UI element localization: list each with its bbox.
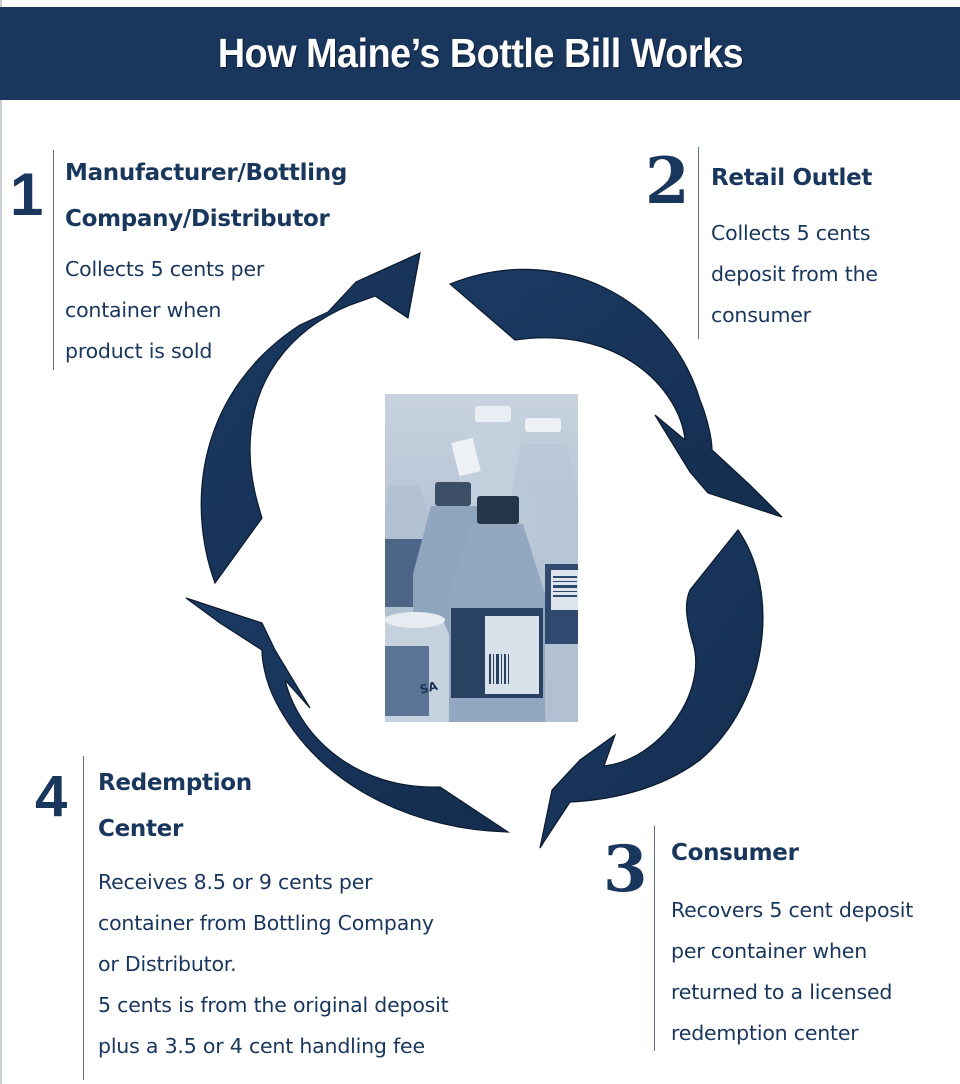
step-desc-line: redemption center xyxy=(671,1021,859,1045)
step-description: Collects 5 cents per container when prod… xyxy=(65,249,264,372)
step-divider xyxy=(83,756,84,1080)
page-left-border xyxy=(0,0,2,1084)
cycle-arrow-top-left xyxy=(200,251,421,585)
svg-text:SA: SA xyxy=(418,679,440,697)
bottles-photo-icon: SA xyxy=(385,406,578,722)
step-desc-line: consumer xyxy=(711,303,811,327)
cycle-arrow-bottom-left xyxy=(185,597,511,833)
step-divider xyxy=(698,147,699,339)
step-title: Manufacturer/Bottling Company/Distributo… xyxy=(65,150,347,242)
step-divider xyxy=(53,150,54,370)
step-desc-line: Collects 5 cents per xyxy=(65,257,265,281)
step-title-line: Redemption xyxy=(98,770,252,796)
step-desc-line: or Distributor. xyxy=(98,952,237,976)
step-divider xyxy=(654,826,655,1051)
step-description: Receives 8.5 or 9 cents per container fr… xyxy=(98,862,449,1067)
step-description: Recovers 5 cent deposit per container wh… xyxy=(671,890,913,1054)
step-title: Consumer xyxy=(671,830,799,876)
step-title-line: Retail Outlet xyxy=(711,165,873,191)
step-desc-line: plus a 3.5 or 4 cent handling fee xyxy=(98,1034,425,1058)
step-desc-line: container from Bottling Company xyxy=(98,911,434,935)
step-desc-line: returned to a licensed xyxy=(671,980,893,1004)
step-title-line: Center xyxy=(98,816,183,842)
page-title: How Maine’s Bottle Bill Works xyxy=(217,30,743,76)
step-title: Redemption Center xyxy=(98,760,252,852)
step-desc-line: Receives 8.5 or 9 cents per xyxy=(98,870,373,894)
step-desc-line: Collects 5 cents xyxy=(711,221,871,245)
step-desc-line: 5 cents is from the original deposit xyxy=(98,993,449,1017)
step-number: 2 xyxy=(645,144,690,219)
step-number: 1 xyxy=(10,161,44,228)
step-desc-line: deposit from the xyxy=(711,262,878,286)
header-banner: How Maine’s Bottle Bill Works xyxy=(0,7,960,100)
step-desc-line: Recovers 5 cent deposit xyxy=(671,898,914,922)
step-title-line: Consumer xyxy=(671,840,799,866)
cycle-arrow-bottom-right xyxy=(539,528,764,849)
step-desc-line: container when xyxy=(65,298,222,322)
bottles-photo: SA xyxy=(385,394,578,722)
step-description: Collects 5 cents deposit from the consum… xyxy=(711,213,878,336)
step-title-line: Company/Distributor xyxy=(65,206,330,232)
step-number: 3 xyxy=(603,832,648,907)
step-desc-line: product is sold xyxy=(65,339,213,363)
step-title-line: Manufacturer/Bottling xyxy=(65,160,347,186)
step-number: 4 xyxy=(35,764,68,829)
step-title: Retail Outlet xyxy=(711,155,872,201)
cycle-arrow-top-right xyxy=(448,268,783,518)
step-desc-line: per container when xyxy=(671,939,867,963)
